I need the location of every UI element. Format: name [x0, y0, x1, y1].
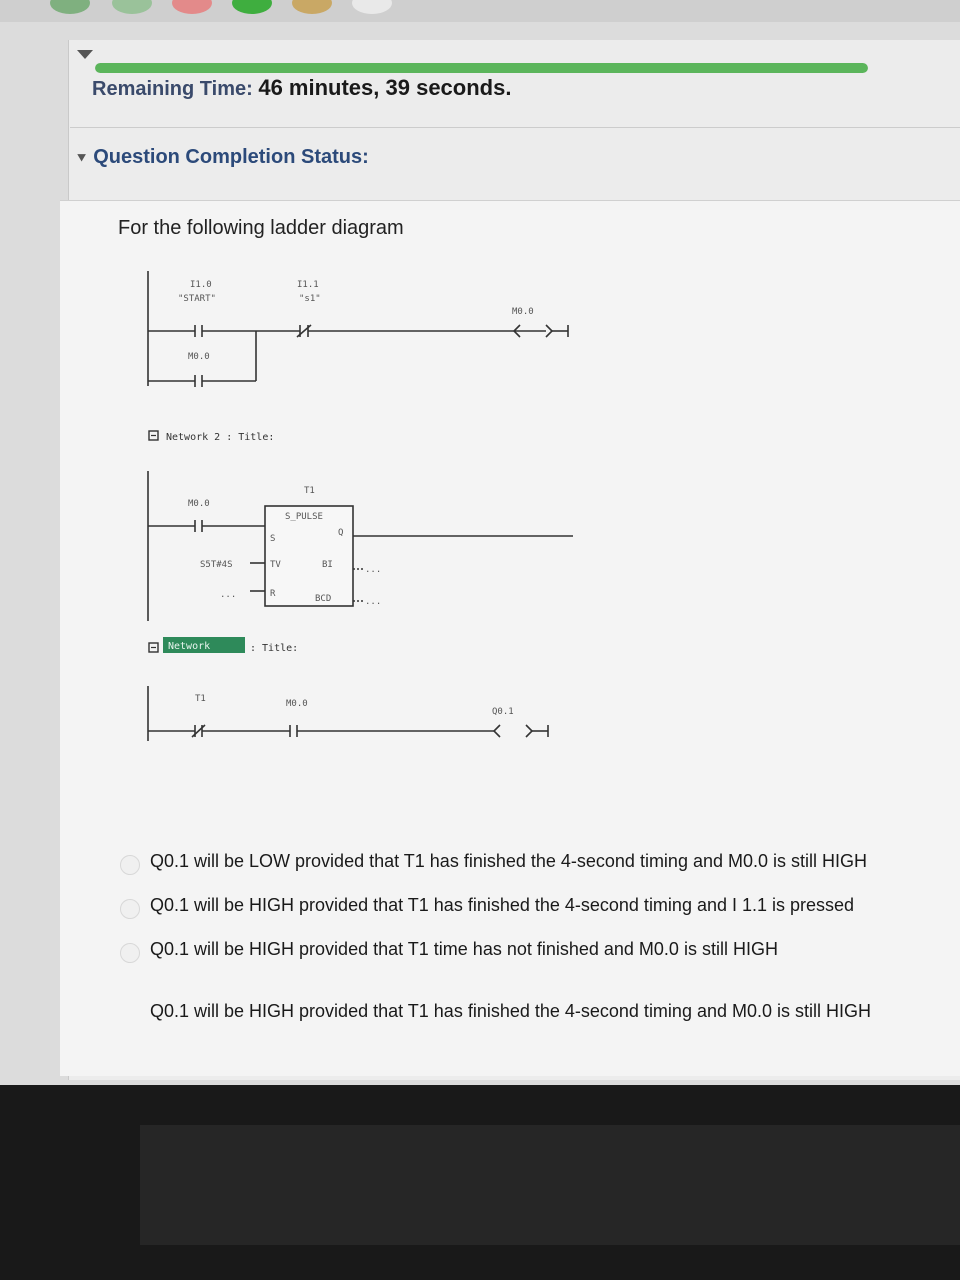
- tab-icon[interactable]: [112, 0, 152, 14]
- timer-bcd-unconnected: ...: [365, 597, 381, 607]
- timer-name: T1: [304, 486, 315, 496]
- timer-pin-r: R: [270, 589, 276, 599]
- option-label[interactable]: Q0.1 will be HIGH provided that T1 has f…: [150, 1001, 872, 1021]
- timer-r-unconnected: ...: [220, 590, 236, 600]
- ladder-diagram: I1.0 "START" I1.1 "s1" M0.0 M0.0 Network…: [147, 271, 573, 741]
- question-card: For the following ladder diagram I1.0: [60, 200, 960, 1076]
- browser-screen: Remaining Time: 46 minutes, 39 seconds. …: [0, 0, 960, 1085]
- laptop-bezel: [0, 1085, 960, 1280]
- collapse-network-icon[interactable]: [148, 430, 159, 441]
- collapse-network-icon[interactable]: [148, 642, 159, 653]
- tab-icon[interactable]: [50, 0, 90, 14]
- timer-bi-unconnected: ...: [365, 565, 381, 575]
- net1-contact2-address: I1.1: [297, 280, 319, 290]
- option-radio[interactable]: [120, 855, 140, 875]
- timer-pin-s: S: [270, 534, 275, 544]
- tab-icon[interactable]: [292, 0, 332, 14]
- net1-branch-address: M0.0: [188, 352, 210, 362]
- tab-icon[interactable]: [232, 0, 272, 14]
- option-radio[interactable]: [120, 943, 140, 963]
- timer-type: S_PULSE: [285, 512, 323, 522]
- timer-preset-value: S5T#4S: [200, 560, 233, 570]
- option-radio[interactable]: [120, 899, 140, 919]
- divider: [70, 127, 960, 128]
- net1-coil-address: M0.0: [512, 307, 534, 317]
- remaining-time: Remaining Time: 46 minutes, 39 seconds.: [92, 75, 511, 101]
- net3-contact2-address: M0.0: [286, 699, 308, 709]
- double-chevron-down-icon: ⯆: [76, 150, 88, 166]
- completion-status-toggle[interactable]: ⯆ Question Completion Status:: [76, 146, 369, 169]
- remaining-time-value: 46 minutes, 39 seconds.: [258, 75, 512, 100]
- net1-contact1-address: I1.0: [190, 280, 212, 290]
- net2-contact-address: M0.0: [188, 499, 210, 509]
- network3-header-label: Network: [168, 641, 210, 652]
- remaining-time-label: Remaining Time:: [92, 78, 253, 100]
- timer-progress-bar: [95, 63, 868, 73]
- timer-pin-bi: BI: [322, 560, 333, 570]
- option-label[interactable]: Q0.1 will be HIGH provided that T1 has f…: [150, 895, 855, 915]
- network3-header-title: : Title:: [250, 643, 298, 654]
- timer-pin-tv: TV: [270, 560, 281, 570]
- net3-contact1-address: T1: [195, 694, 206, 704]
- net1-contact1-symbol: "START": [178, 294, 216, 304]
- net3-coil-address: Q0.1: [492, 707, 514, 717]
- tab-icon[interactable]: [172, 0, 212, 14]
- question-prompt: For the following ladder diagram: [118, 217, 404, 239]
- completion-status-label: Question Completion Status:: [93, 146, 369, 168]
- collapse-arrow-icon[interactable]: [77, 50, 93, 59]
- option-label[interactable]: Q0.1 will be LOW provided that T1 has fi…: [150, 851, 868, 871]
- timer-pin-q: Q: [338, 528, 343, 538]
- tab-icon[interactable]: [352, 0, 392, 14]
- timer-pin-bcd: BCD: [315, 594, 331, 604]
- laptop-bezel-panel: [140, 1125, 960, 1245]
- option-label[interactable]: Q0.1 will be HIGH provided that T1 time …: [150, 939, 778, 959]
- net1-contact2-symbol: "s1": [299, 294, 321, 304]
- network3-header-highlight: [163, 637, 245, 653]
- timer-progress-fill: [95, 63, 868, 73]
- browser-tab-bar: [0, 0, 960, 22]
- network2-header: Network 2 : Title:: [166, 432, 274, 443]
